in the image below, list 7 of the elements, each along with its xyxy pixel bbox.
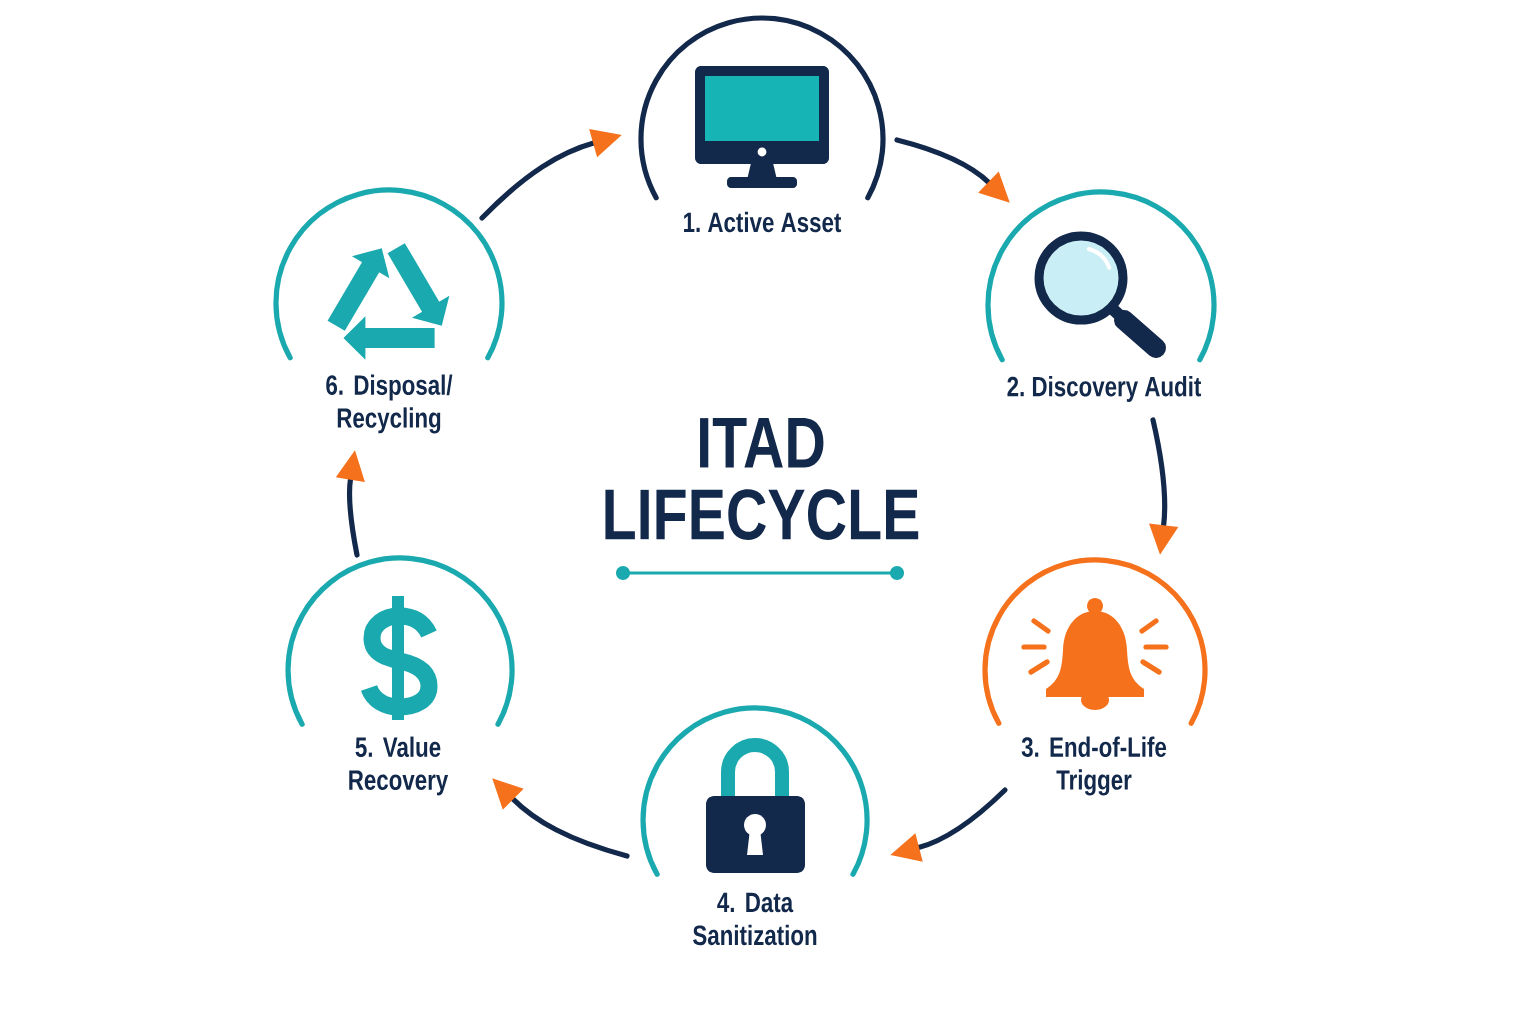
stage-label: 3. End-of-Life Trigger — [1021, 736, 1167, 796]
stage-label: 1. Active Asset — [684, 211, 842, 233]
stage-label: 2. Discovery Audit — [1007, 376, 1202, 402]
stage-label: 5. Value Recovery — [349, 736, 449, 796]
title: ITAD LIFECYCLE — [605, 418, 919, 540]
stage-label: 4. Data Sanitization — [693, 892, 817, 946]
stage-label: 6. Disposal/ Recycling — [326, 374, 453, 434]
